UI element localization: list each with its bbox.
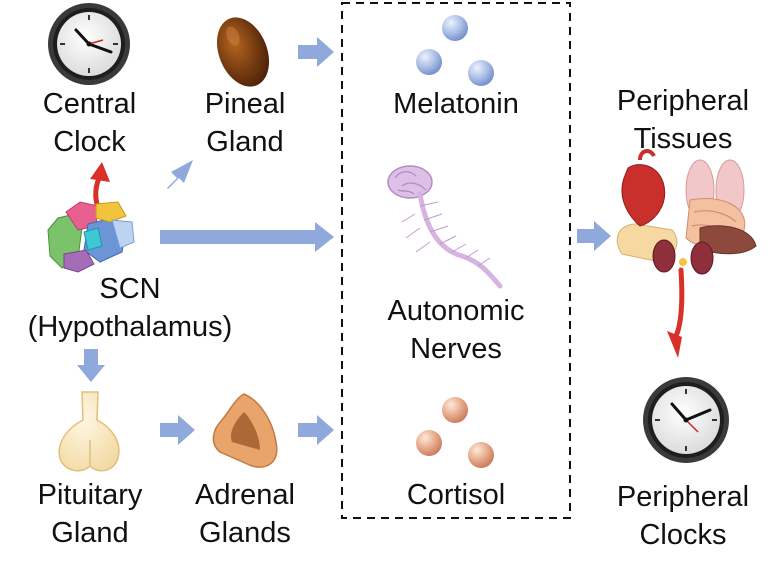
red-arrow-tissues-to-peripheral-clock xyxy=(667,267,685,358)
central-clock-icon xyxy=(48,3,130,85)
arrow-pituitary-to-adrenal xyxy=(160,415,195,445)
central-clock-label-line-1: Central xyxy=(42,88,137,120)
autonomic-nerves-icon xyxy=(387,165,503,289)
peripheral-tissues-label: Peripheral Tissues xyxy=(598,82,768,158)
peripheral-clock-icon xyxy=(643,377,729,463)
cortisol-label-line-1: Cortisol xyxy=(406,479,506,511)
pineal-gland-label-line-2: Gland xyxy=(206,126,284,158)
adrenal-glands-label: Adrenal Glands xyxy=(180,476,310,552)
cortisol-molecule-icon xyxy=(416,397,494,468)
peripheral-tissues-label-line-2: Tissues xyxy=(633,123,733,155)
adrenal-glands-label-line-1: Adrenal xyxy=(195,479,295,511)
pituitary-gland-label: Pituitary Gland xyxy=(20,476,160,552)
autonomic-nerves-label-line-1: Autonomic xyxy=(387,295,525,327)
arrow-pineal-to-melatonin xyxy=(298,37,334,67)
peripheral-clocks-label: Peripheral Clocks xyxy=(598,478,768,554)
adrenal-glands-label-line-2: Glands xyxy=(199,517,291,549)
arrow-adrenal-to-cortisol xyxy=(298,415,334,445)
central-clock-label: Central Clock xyxy=(22,85,157,161)
peripheral-clocks-label-line-1: Peripheral xyxy=(616,481,750,513)
peripheral-tissues-label-line-1: Peripheral xyxy=(616,85,750,117)
peripheral-clocks-label-line-2: Clocks xyxy=(639,519,727,551)
arrow-scn-to-pineal xyxy=(167,160,193,189)
pineal-gland-icon xyxy=(216,17,270,87)
pituitary-gland-label-line-2: Gland xyxy=(51,517,129,549)
cortisol-label: Cortisol xyxy=(345,476,567,514)
arrows xyxy=(77,37,611,445)
melatonin-label-line-1: Melatonin xyxy=(393,88,519,120)
scn-brain-icon xyxy=(47,201,135,273)
pituitary-gland-icon xyxy=(58,391,120,472)
pituitary-gland-label-line-1: Pituitary xyxy=(37,479,143,511)
adrenal-glands-icon xyxy=(212,393,278,468)
peripheral-tissues-icon xyxy=(616,149,757,275)
scn-label-line-2: (Hypothalamus) xyxy=(27,311,233,343)
melatonin-label: Melatonin xyxy=(345,85,567,123)
pineal-gland-label: Pineal Gland xyxy=(180,85,310,161)
arrow-scn-to-pituitary xyxy=(77,349,105,382)
scn-label: SCN (Hypothalamus) xyxy=(10,270,250,346)
autonomic-nerves-label-line-2: Nerves xyxy=(410,333,502,365)
autonomic-nerves-label: Autonomic Nerves xyxy=(345,292,567,368)
secreted-signals-box xyxy=(341,2,571,519)
arrow-signals-to-tissues xyxy=(577,221,611,251)
melatonin-molecule-icon xyxy=(416,15,494,86)
pineal-gland-label-line-1: Pineal xyxy=(204,88,286,120)
arrow-scn-to-nerves xyxy=(160,222,334,252)
scn-label-line-1: SCN xyxy=(99,273,161,305)
central-clock-label-line-2: Clock xyxy=(53,126,126,158)
